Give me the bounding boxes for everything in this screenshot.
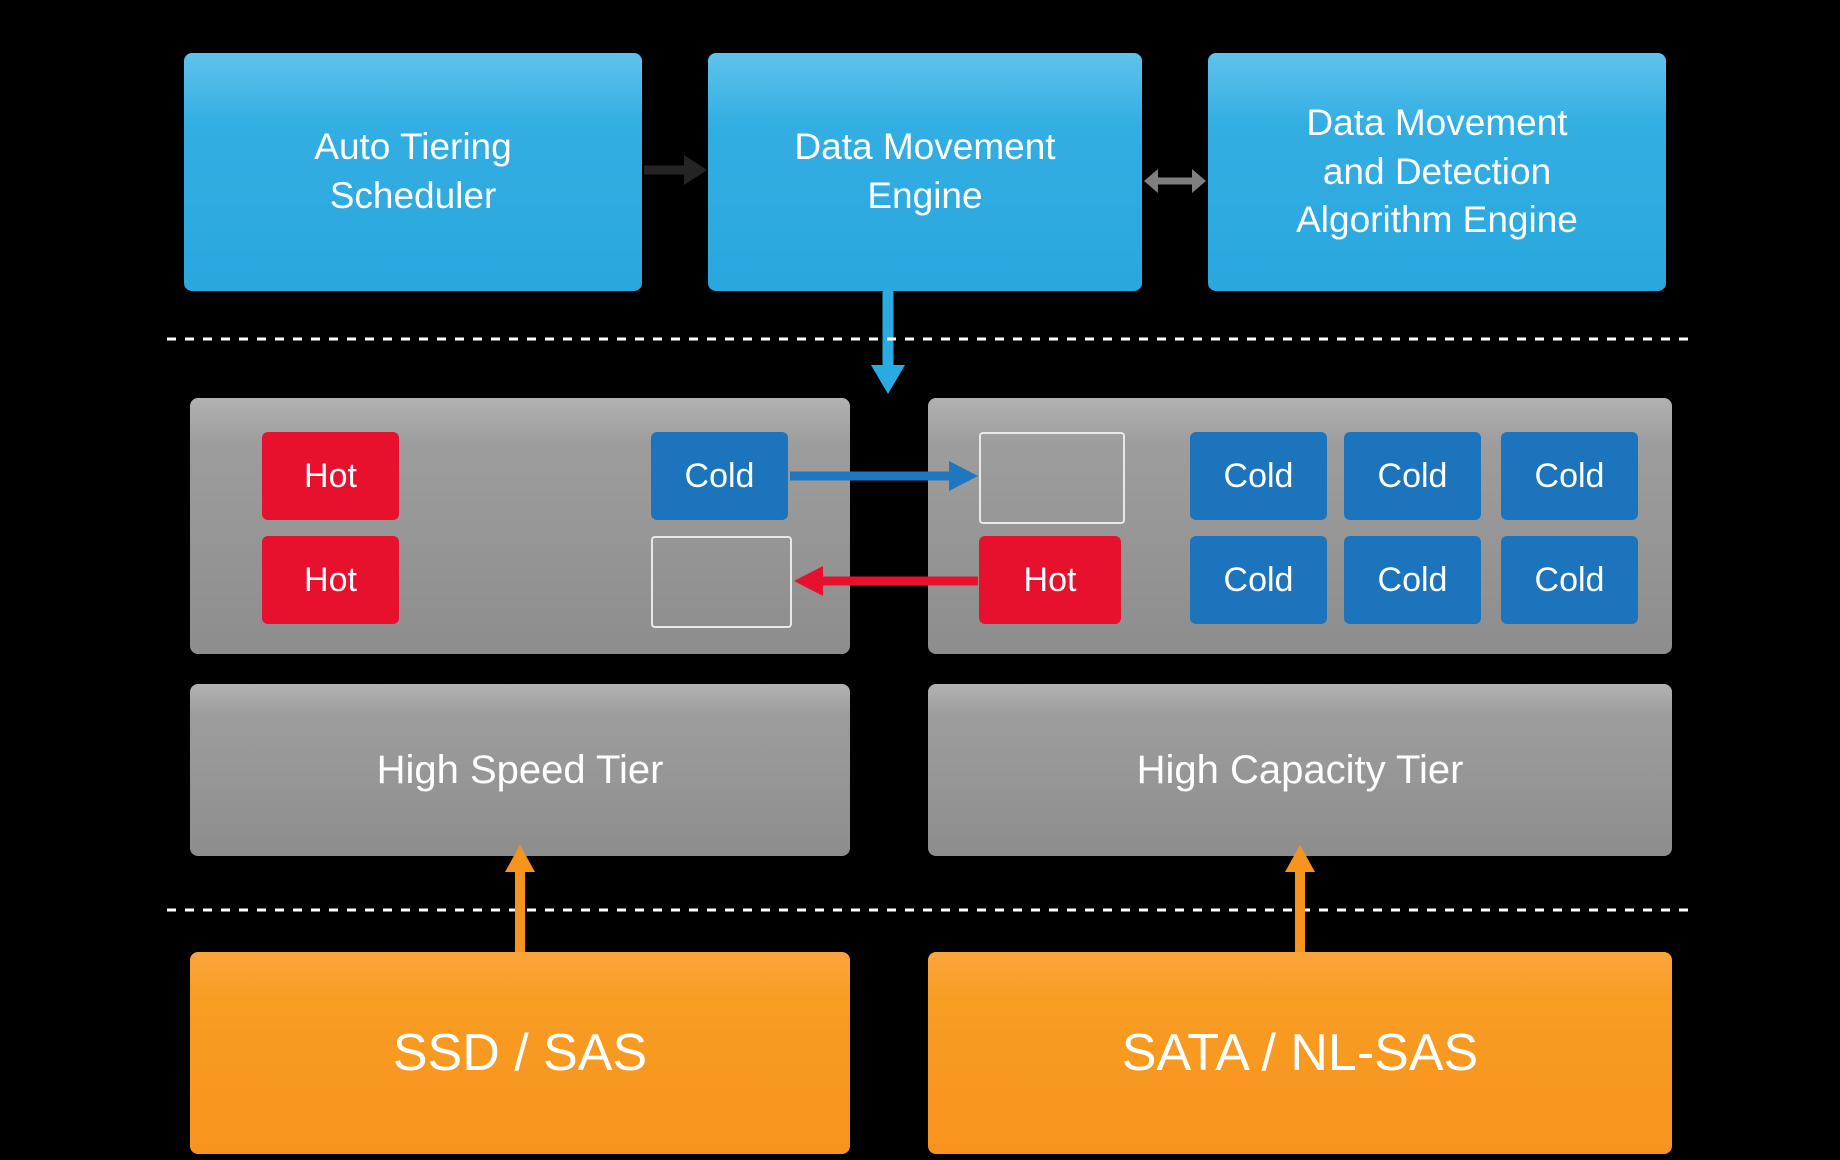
storage-label: SSD / SAS: [392, 1024, 648, 1082]
cell-label: Cold: [1534, 456, 1605, 495]
high-speed-pool: Hot Hot Cold: [190, 398, 850, 654]
box-auto-tiering-scheduler: Auto Tiering Scheduler: [184, 53, 642, 291]
storage-label: SATA / NL-SAS: [1121, 1024, 1479, 1082]
cell-label: Hot: [304, 560, 357, 599]
cold-block: Cold: [1190, 432, 1327, 520]
tier-label: High Speed Tier: [376, 747, 664, 792]
tier-label: High Capacity Tier: [1136, 747, 1464, 792]
sata-to-capacity-tier-arrow-icon: [1285, 845, 1315, 952]
cell-label: Cold: [684, 456, 755, 495]
hot-block: Hot: [262, 432, 399, 520]
cell-label: Cold: [1377, 456, 1448, 495]
high-capacity-pool: Hot Cold Cold Cold Cold Cold Cold: [928, 398, 1672, 654]
sata-nlsas-box: SATA / NL-SAS: [928, 952, 1672, 1154]
high-capacity-tier-box: High Capacity Tier: [928, 684, 1672, 856]
cell-label: Hot: [1023, 560, 1077, 599]
box-detection-algorithm-engine: Data Movement and Detection Algorithm En…: [1208, 53, 1666, 291]
engine-label: Data Movement Engine: [794, 126, 1056, 216]
lower-dashed-divider: [167, 908, 1690, 912]
empty-block: [651, 536, 792, 628]
cold-block: Cold: [1501, 432, 1638, 520]
cell-label: Cold: [1223, 456, 1294, 495]
cell-label: Cold: [1377, 560, 1448, 599]
cell-label: Cold: [1223, 560, 1294, 599]
cold-block: Cold: [1344, 432, 1481, 520]
high-speed-tier-box: High Speed Tier: [190, 684, 850, 856]
engine-label: Auto Tiering Scheduler: [314, 126, 512, 216]
engine-algorithm-double-arrow-icon: [1144, 169, 1206, 193]
hot-block: Hot: [262, 536, 399, 624]
hot-migration-arrow-icon: [794, 566, 978, 596]
upper-dashed-divider: [167, 337, 1690, 341]
cold-block: Cold: [651, 432, 788, 520]
cell-label: Cold: [1534, 560, 1605, 599]
engine-label: Data Movement and Detection Algorithm En…: [1296, 101, 1578, 241]
cold-block: Cold: [1190, 536, 1327, 624]
hot-block: Hot: [979, 536, 1121, 624]
cold-block: Cold: [1501, 536, 1638, 624]
box-data-movement-engine: Data Movement Engine: [708, 53, 1142, 291]
engine-to-pool-down-arrow-icon: [871, 291, 905, 394]
cold-migration-arrow-icon: [790, 461, 978, 491]
empty-block: [979, 432, 1125, 524]
cell-label: Hot: [304, 456, 357, 495]
ssd-sas-box: SSD / SAS: [190, 952, 850, 1154]
cold-block: Cold: [1344, 536, 1481, 624]
ssd-to-speed-tier-arrow-icon: [505, 845, 535, 952]
scheduler-to-engine-arrow-icon: [644, 155, 707, 185]
